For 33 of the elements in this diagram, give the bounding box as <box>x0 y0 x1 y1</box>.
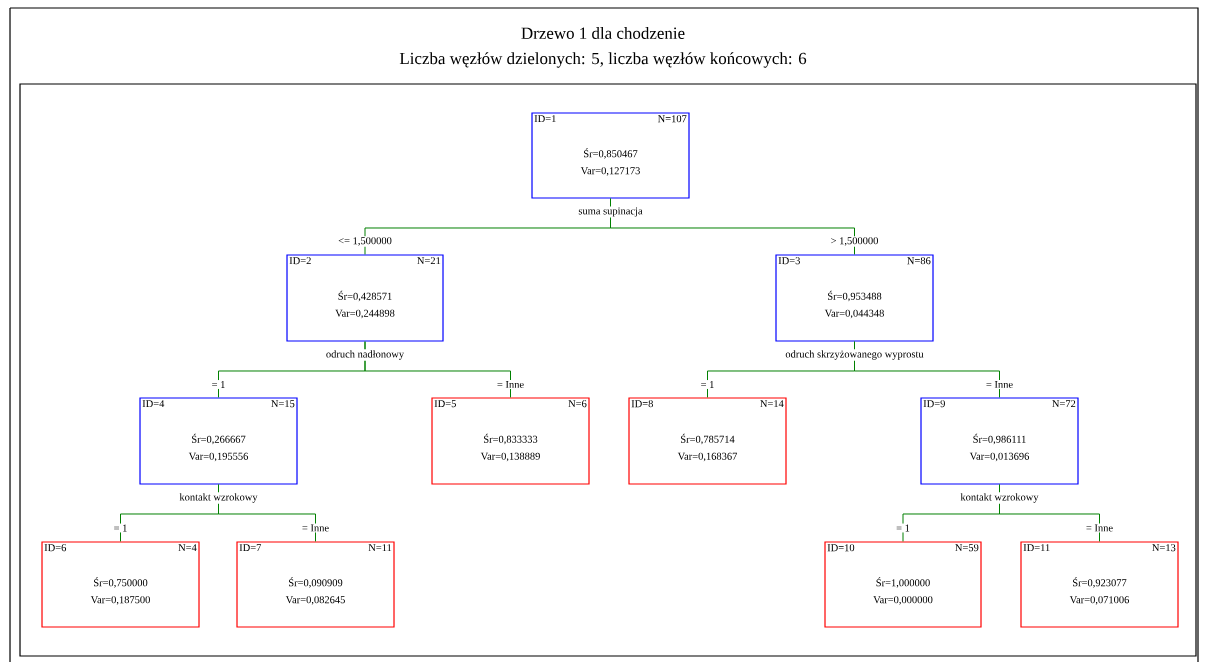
tree-node: ID=9 N=72 Śr=0,986111 Var=0,013696 <box>920 397 1079 485</box>
tree-node: ID=3 N=86 Śr=0,953488 Var=0,044348 <box>775 254 934 342</box>
split-variable: suma supinacja <box>577 206 644 218</box>
split-variable: kontakt wzrokowy <box>959 492 1040 504</box>
tree-branch <box>999 484 1100 542</box>
subtitle: Liczba węzłów dzielonych: 5, liczba węzłów końcowych: 6 <box>399 52 807 68</box>
edge-label: <= 1,500000 <box>337 236 393 247</box>
tree-node: ID=8 N=14 Śr=0,785714 Var=0,168367 <box>628 397 787 485</box>
tree-node: ID=1 N=107 Śr=0,850467 Var=0,127173 <box>531 112 690 199</box>
edge-label: = Inne <box>300 523 331 533</box>
edge-label: = Inne <box>1084 523 1115 533</box>
edge-label: = 1 <box>210 380 227 389</box>
tree-branch <box>364 341 511 398</box>
tree-node: ID=2 N=21 Śr=0,428571 Var=0,244898 <box>286 254 444 342</box>
tree-branch <box>218 484 316 542</box>
tree-node: ID=7 N=11 Śr=0,090909 Var=0,082645 <box>236 541 395 628</box>
split-variable: odruch skrzyżowanego wyprostu <box>784 349 925 361</box>
edge-label: = Inne <box>495 380 526 389</box>
edge-label: = 1 <box>699 380 716 389</box>
edge-label: > 1,500000 <box>829 236 880 247</box>
tree-node: ID=6 N=4 Śr=0,750000 Var=0,187500 <box>41 541 200 628</box>
tree-branch <box>610 198 855 255</box>
tree-node: ID=11 N=13 Śr=0,923077 Var=0,071006 <box>1020 541 1179 628</box>
edge-label: = 1 <box>895 523 911 533</box>
edge-label: = Inne <box>984 380 1015 389</box>
split-variable: kontakt wzrokowy <box>178 492 259 504</box>
split-variable: odruch nadłonowy <box>324 349 406 361</box>
tree-node: ID=10 N=59 Śr=1,000000 Var=0,000000 <box>824 541 982 628</box>
tree-branch <box>854 341 1000 398</box>
title: Drzewo 1 dla chodzenie <box>521 27 685 39</box>
tree-node: ID=5 N=6 Śr=0,833333 Var=0,138889 <box>431 397 590 485</box>
edge-label: = 1 <box>112 523 129 533</box>
tree-node: ID=4 N=15 Śr=0,266667 Var=0,195556 <box>139 397 298 485</box>
